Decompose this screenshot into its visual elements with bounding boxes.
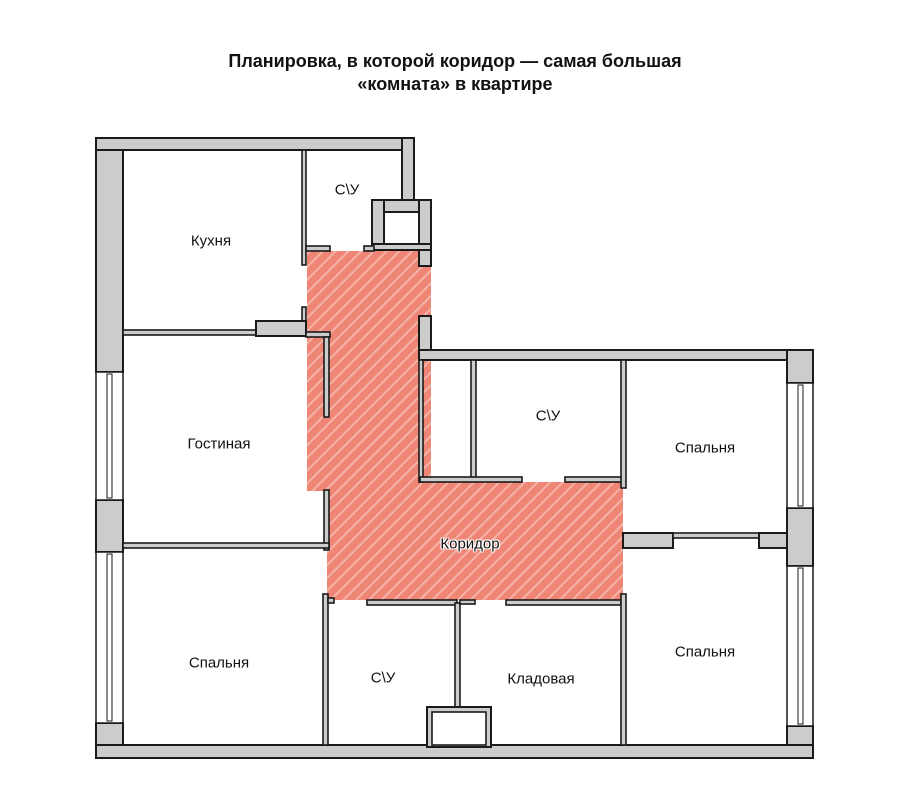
outer-walls [95, 137, 814, 759]
window-bedroom-left [95, 551, 124, 724]
plan-title: Планировка, в которой коридор — самая бо… [0, 50, 910, 96]
room-bath-top: С\У [334, 181, 360, 199]
room-storage: Кладовая [507, 670, 575, 688]
corridor-area [307, 251, 623, 600]
window-living-room [95, 371, 124, 501]
title-line-1: Планировка, в которой коридор — самая бо… [228, 51, 682, 71]
room-corridor: Коридор [440, 535, 500, 553]
room-bedroom-right-top: Спальня [674, 439, 736, 457]
partitions [122, 149, 788, 748]
window-bedroom-right-bottom [786, 565, 814, 727]
room-kitchen: Кухня [190, 232, 232, 250]
room-bedroom-right-bottom: Спальня [674, 643, 736, 661]
room-living: Гостиная [187, 435, 251, 453]
room-bath-middle: С\У [535, 407, 561, 425]
room-bedroom-left-bottom: Спальня [188, 654, 250, 672]
windows [95, 371, 814, 727]
room-bath-bottom: С\У [370, 669, 396, 687]
window-bedroom-right-top [786, 382, 814, 509]
title-line-2: «комната» в квартире [357, 74, 553, 94]
